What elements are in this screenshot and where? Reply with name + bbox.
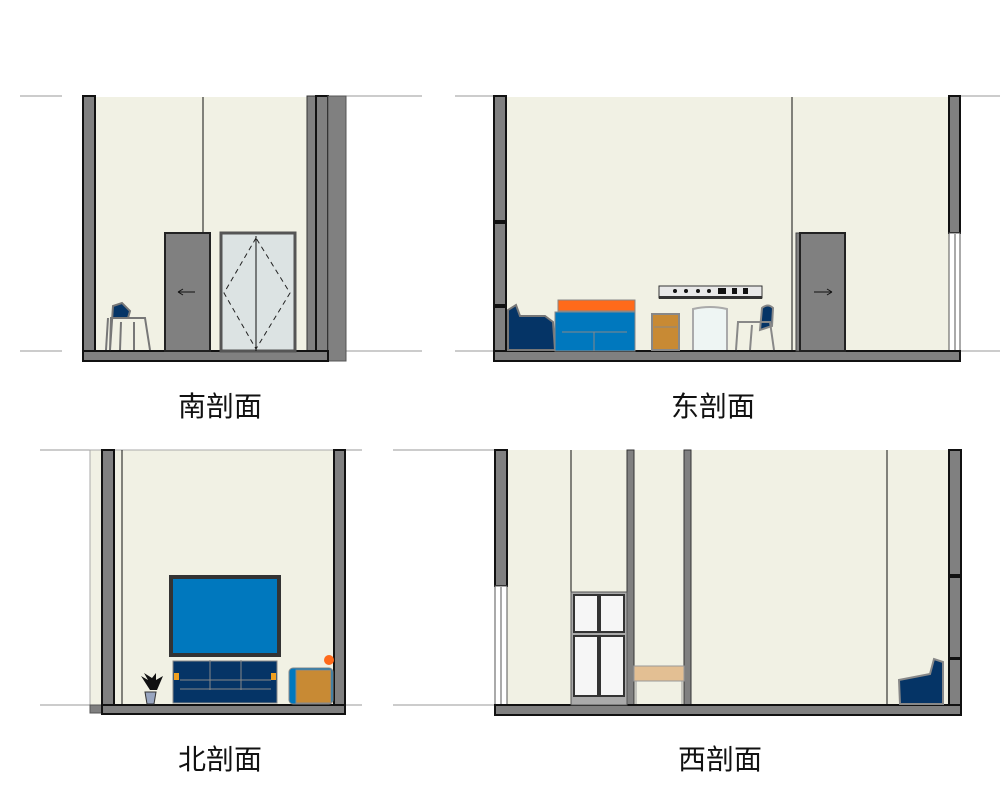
south-elevation-label: 南剖面: [177, 390, 262, 423]
east-elevation: [455, 95, 1000, 362]
sideboard-icon: [554, 299, 636, 352]
west-elevation: [393, 449, 962, 716]
tv-cabinet-icon: [172, 660, 278, 704]
nightstand-icon: [651, 313, 680, 351]
small-desk-icon: [633, 665, 685, 704]
potted-plant-icon: [141, 673, 163, 705]
north-elevation-label: 北剖面: [177, 743, 262, 776]
glass-wardrobe-icon: [570, 591, 628, 706]
south-elevation: [20, 95, 422, 362]
chair-back-icon: [692, 306, 728, 350]
armchair-icon: [105, 301, 151, 351]
wall-control-panel-icon: [658, 285, 763, 299]
west-elevation-label: 西剖面: [677, 743, 762, 776]
armchair-icon: [897, 657, 944, 705]
side-table-icon: [288, 655, 334, 705]
armchair-icon: [735, 304, 775, 351]
east-elevation-label: 东剖面: [670, 390, 755, 423]
north-elevation: [40, 449, 362, 715]
tv-screen-icon: [169, 575, 281, 657]
